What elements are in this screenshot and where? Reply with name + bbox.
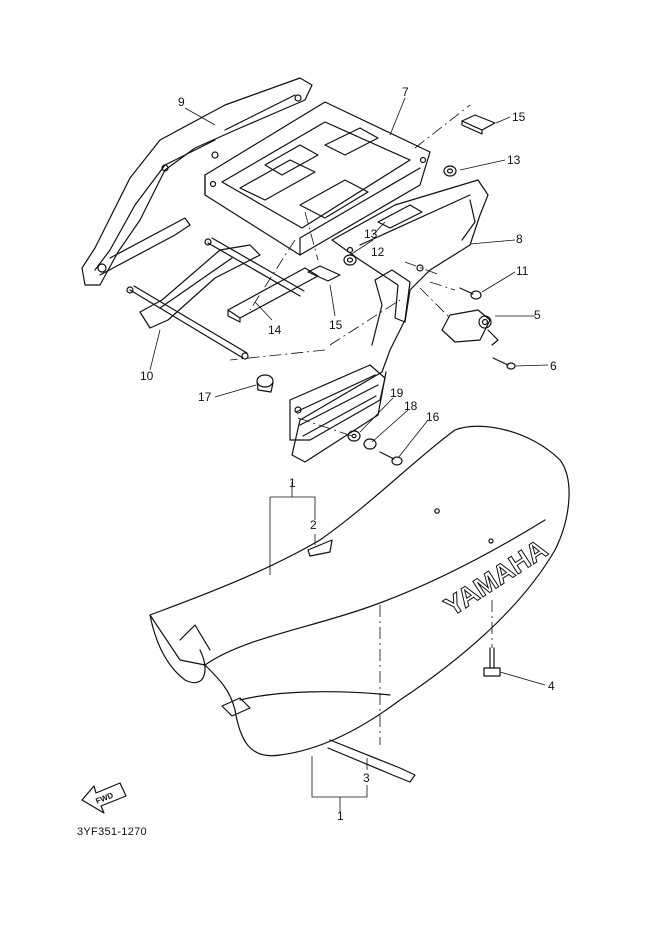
callout-6: 6 xyxy=(550,359,557,373)
callout-10: 10 xyxy=(140,369,154,383)
fwd-arrow-icon xyxy=(81,782,127,814)
part-17-collar xyxy=(256,374,274,393)
part-9-left-grab-rail xyxy=(81,77,313,286)
callout-18: 18 xyxy=(404,399,418,413)
part-15-pad-a xyxy=(461,114,496,135)
callout-16: 16 xyxy=(426,410,440,424)
callout-11: 11 xyxy=(516,264,529,278)
part-13-grommet-a xyxy=(443,165,457,177)
callout-8: 8 xyxy=(516,232,523,246)
part-code: 3YF351-1270 xyxy=(77,826,147,838)
part-13-grommet-b xyxy=(343,254,357,266)
part-grab-rail-right xyxy=(289,269,411,463)
callout-15-top: 15 xyxy=(512,110,526,124)
part-7-carrier xyxy=(204,101,431,256)
part-16-bolt xyxy=(379,451,403,466)
callout-7: 7 xyxy=(402,85,409,99)
callout-1-bottom: 1 xyxy=(337,809,344,823)
part-15-pad-b xyxy=(307,265,341,282)
part-8-bracket xyxy=(331,179,489,323)
seat-assembly xyxy=(149,425,570,783)
callout-5: 5 xyxy=(534,308,541,322)
callout-13-top: 13 xyxy=(507,153,521,167)
callout-19: 19 xyxy=(390,386,404,400)
callout-14: 14 xyxy=(268,323,282,337)
callout-1-top: 1 xyxy=(289,476,296,490)
callout-13-mid: 13 xyxy=(364,227,378,241)
part-12-damper xyxy=(377,204,423,229)
callout-15-mid: 15 xyxy=(329,318,343,332)
callout-9: 9 xyxy=(178,95,185,109)
callout-3: 3 xyxy=(363,771,370,785)
callout-2: 2 xyxy=(310,518,317,532)
part-10-frame-bars xyxy=(126,237,305,360)
part-6-screw xyxy=(492,357,516,370)
part-4-bolt xyxy=(483,647,501,677)
seat-logo: YAMAHA xyxy=(439,534,553,622)
callout-17: 17 xyxy=(198,390,212,404)
part-14-pad xyxy=(227,267,319,323)
callout-4: 4 xyxy=(548,679,555,693)
part-11-bolt xyxy=(459,287,482,300)
part-5-seat-lock xyxy=(441,309,499,346)
part-19-washer xyxy=(347,430,361,442)
part-18-collar xyxy=(363,438,377,450)
callout-12: 12 xyxy=(371,245,385,259)
